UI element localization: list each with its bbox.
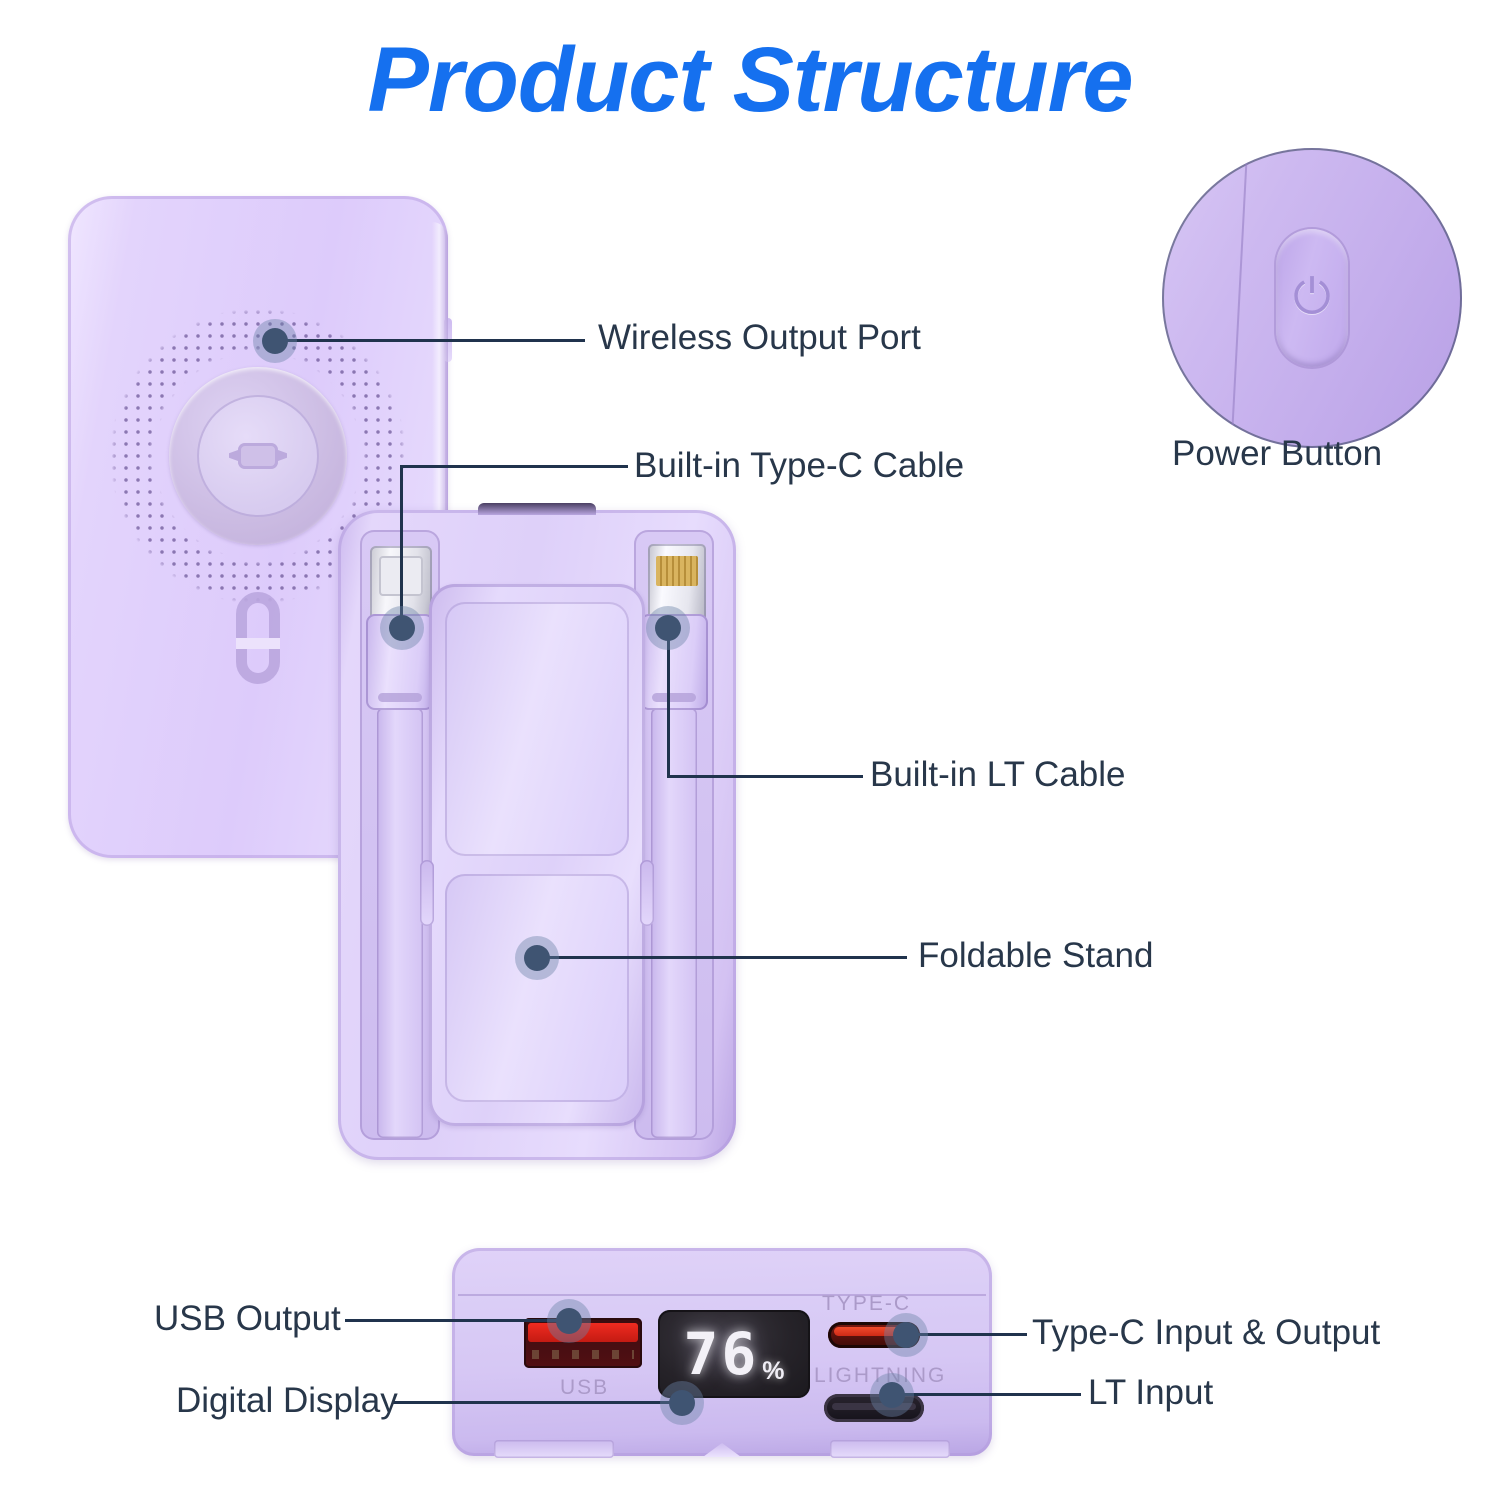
type-c-cable-ribbon — [377, 708, 423, 1138]
label-digital-display: Digital Display — [176, 1381, 398, 1420]
digital-display-screen: 76 % — [658, 1310, 810, 1398]
label-lt-input: LT Input — [1088, 1373, 1214, 1412]
callout-dot-type-c-cable[interactable] — [380, 606, 424, 650]
leader-line-usb-output — [345, 1319, 567, 1322]
callout-dot-wireless-output-port[interactable] — [253, 319, 297, 363]
stand-panel-lower — [445, 874, 629, 1102]
plug-grip — [378, 693, 422, 702]
stand-hinge-left — [420, 860, 434, 926]
power-icon: ⏻ — [1293, 271, 1331, 324]
callout-dot-foldable-stand[interactable] — [515, 936, 559, 980]
leader-line-lt-vertical — [667, 628, 670, 778]
power-button[interactable]: ⏻ — [1276, 229, 1348, 367]
lightning-connector-icon — [648, 544, 706, 624]
lightning-port-caption: LIGHTNING — [814, 1364, 946, 1388]
leader-line-lt-input — [891, 1393, 1081, 1396]
page-title: Product Structure — [367, 29, 1133, 131]
plug-grip — [652, 693, 696, 702]
label-foldable-stand: Foldable Stand — [918, 936, 1154, 975]
power-button-closeup: ⏻ — [1162, 148, 1462, 448]
magnet-icon — [236, 592, 280, 684]
callout-dot-usb-output[interactable] — [547, 1299, 591, 1343]
device-port-edge-view: USB 76 % TYPE-C LIGHTNING — [452, 1248, 992, 1458]
wireless-coil-icon — [108, 306, 408, 606]
lt-cable-ribbon — [651, 708, 697, 1138]
top-tab — [478, 503, 596, 515]
leader-line-type-c-horizontal — [400, 465, 628, 468]
label-wireless-output-port: Wireless Output Port — [598, 318, 921, 357]
stand-panel-upper — [445, 602, 629, 856]
leader-line-lt-horizontal — [667, 775, 863, 778]
leader-line-wireless-output-port — [275, 339, 585, 342]
usb-a-port — [524, 1318, 642, 1368]
closeup-body-seam — [1229, 148, 1249, 448]
leader-line-type-c-vertical — [400, 465, 403, 628]
foot-right — [830, 1440, 950, 1458]
label-built-in-lt-cable: Built-in LT Cable — [870, 755, 1126, 794]
label-type-c-input-output: Type-C Input & Output — [1032, 1313, 1381, 1352]
foot-left — [494, 1440, 614, 1458]
center-notch — [702, 1443, 742, 1457]
callout-dot-type-c-input-output[interactable] — [884, 1313, 928, 1357]
type-c-port-caption: TYPE-C — [822, 1292, 912, 1315]
callout-dot-digital-display[interactable] — [660, 1381, 704, 1425]
label-power-button: Power Button — [1172, 434, 1383, 473]
callout-dot-lt-cable[interactable] — [646, 606, 690, 650]
foldable-stand-plate — [420, 584, 654, 1126]
case-seam — [458, 1294, 986, 1296]
label-usb-output: USB Output — [154, 1299, 341, 1338]
stand-hinge-right — [640, 860, 654, 926]
callout-dot-lt-input[interactable] — [870, 1373, 914, 1417]
usb-port-caption: USB — [560, 1376, 610, 1399]
leader-line-foldable-stand — [537, 956, 907, 959]
battery-percent-unit: % — [762, 1357, 785, 1385]
coil-center-emblem — [238, 443, 278, 469]
label-built-in-type-c-cable: Built-in Type-C Cable — [634, 446, 965, 485]
battery-percent-value: 76 — [683, 1320, 760, 1388]
lightning-port — [824, 1394, 924, 1422]
leader-line-digital-display — [393, 1401, 681, 1404]
leader-line-type-c-input-output — [905, 1333, 1027, 1336]
